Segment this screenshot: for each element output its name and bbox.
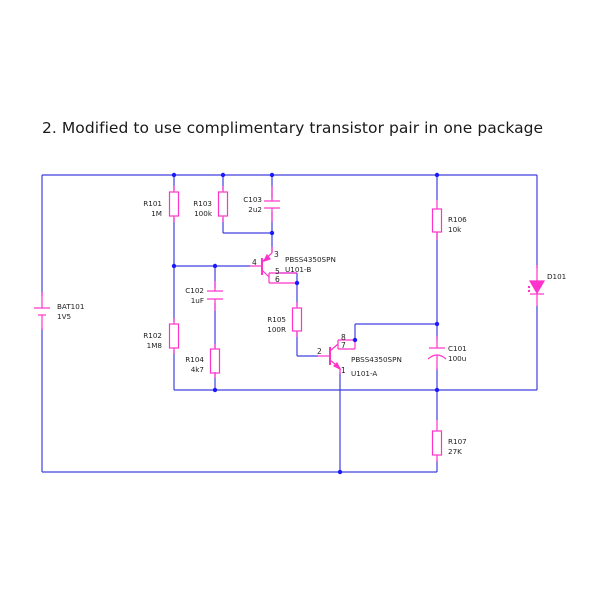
- label-D101: D101: [547, 272, 567, 281]
- label-U101-A-part: PBSS4350SPN: [351, 355, 402, 364]
- label-C101: C101 100u: [448, 344, 467, 363]
- resistor-R102[interactable]: [168, 323, 180, 349]
- pin-4: 4: [252, 258, 257, 267]
- pin-6: 6: [275, 275, 280, 284]
- resistor-R107[interactable]: [431, 430, 443, 456]
- label-R101: R101 1M: [143, 199, 162, 218]
- pin-8: 8: [341, 333, 346, 342]
- label-C102: C102 1uF: [185, 286, 204, 305]
- resistor-R105[interactable]: [291, 307, 303, 332]
- pin-1: 1: [341, 366, 346, 375]
- schematic-title: 2. Modified to use complimentary transis…: [42, 119, 544, 137]
- label-R106: R106 10k: [448, 215, 467, 234]
- transistor-U101-A[interactable]: [318, 339, 356, 374]
- label-R107: R107 27K: [448, 437, 467, 456]
- pin-3: 3: [274, 250, 279, 259]
- label-C103: C103 2u2: [243, 195, 262, 214]
- battery-BAT101[interactable]: [34, 292, 50, 330]
- label-U101-B: PBSS4350SPN U101-B: [285, 255, 336, 274]
- led-D101[interactable]: [528, 265, 546, 306]
- resistor-R104[interactable]: [209, 348, 221, 374]
- capacitor-C102[interactable]: [207, 281, 223, 311]
- label-R103: R103 100k: [193, 199, 212, 218]
- components: [34, 186, 546, 462]
- capacitor-C101[interactable]: [427, 336, 447, 370]
- resistor-R101[interactable]: [168, 191, 180, 217]
- resistor-R103[interactable]: [217, 191, 229, 217]
- pin-2: 2: [317, 347, 322, 356]
- resistor-R106[interactable]: [431, 208, 443, 233]
- label-R102: R102 1M8: [143, 331, 162, 350]
- pin-5: 5: [275, 267, 280, 276]
- label-BAT101: BAT101 1V5: [57, 302, 85, 321]
- capacitor-C103[interactable]: [264, 186, 280, 222]
- junctions: [171, 172, 440, 475]
- label-R104: R104 4k7: [185, 355, 204, 374]
- label-R105: R105 100R: [267, 315, 286, 334]
- transistor-U101-B[interactable]: [250, 247, 297, 284]
- label-U101-A-ref: U101-A: [351, 369, 378, 378]
- pin-7: 7: [341, 341, 346, 350]
